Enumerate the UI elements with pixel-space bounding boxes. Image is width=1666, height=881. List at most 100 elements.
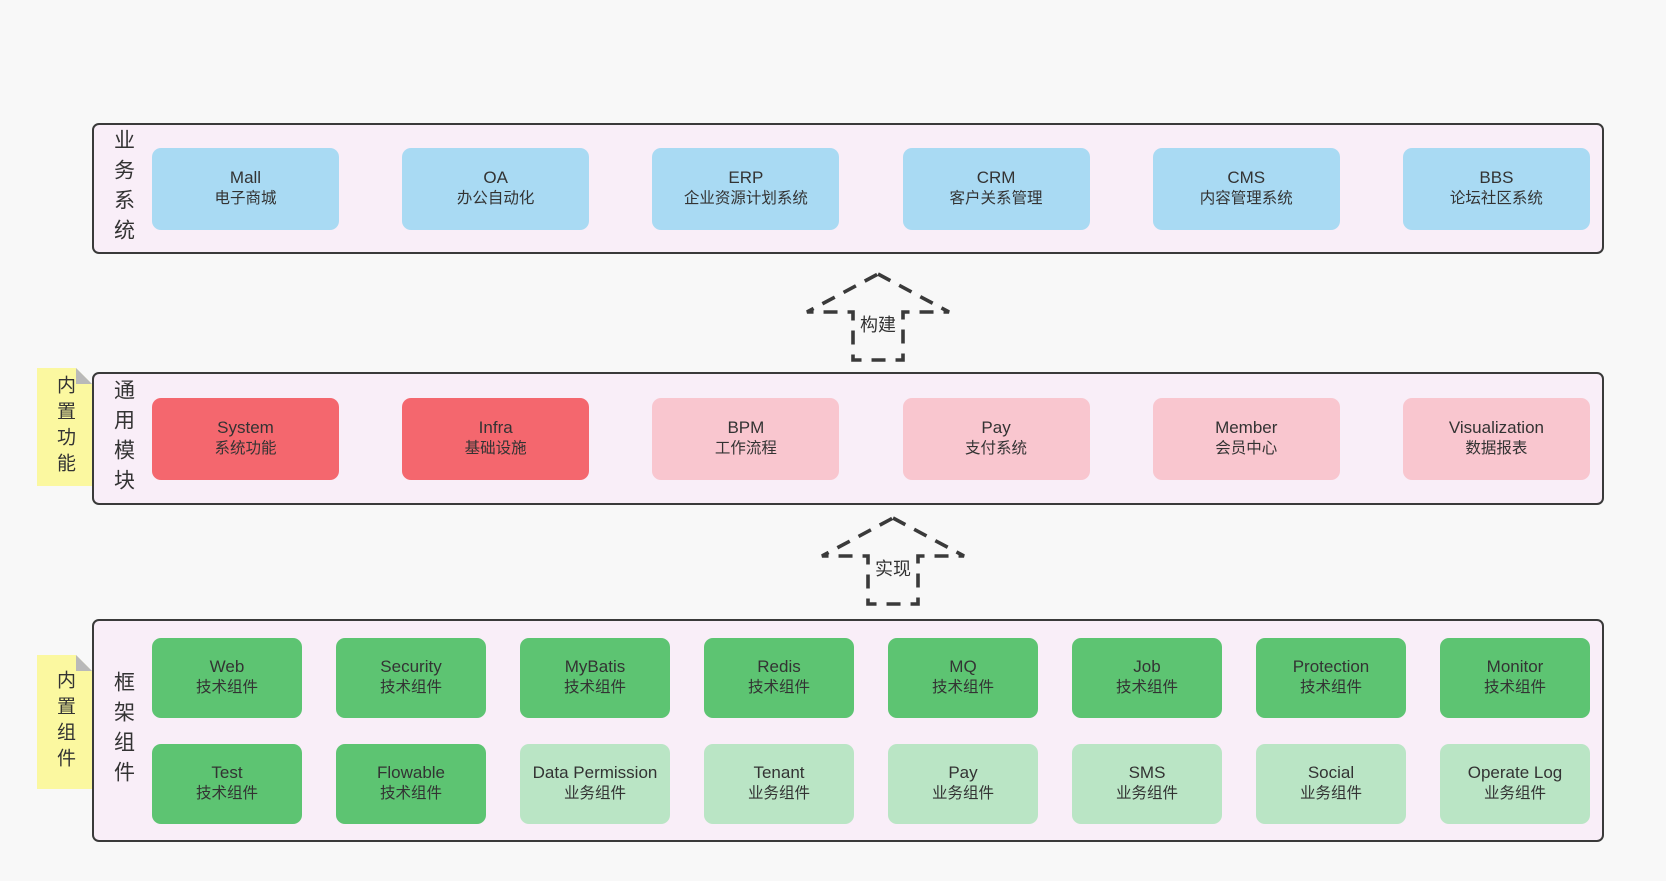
box-oa-title: OA [483, 168, 508, 188]
box-job-subtitle: 技术组件 [1115, 679, 1178, 697]
box-test-subtitle: 技术组件 [195, 785, 258, 803]
box-bpm: BPM 工作流程 [652, 397, 840, 480]
framework-components-row-2: Test 技术组件 Flowable 技术组件 Data Permission … [152, 743, 1590, 824]
box-redis-subtitle: 技术组件 [747, 679, 810, 697]
box-mybatis-title: MyBatis [564, 657, 626, 677]
box-mq-title: MQ [949, 657, 977, 677]
box-bbs-subtitle: 论坛社区系统 [1449, 190, 1543, 208]
framework-components-row-1: Web 技术组件 Security 技术组件 MyBatis 技术组件 Redi… [152, 637, 1590, 718]
box-operate-log: Operate Log 业务组件 [1440, 743, 1590, 824]
band-business-systems-label: 业务系统 [94, 125, 152, 252]
box-system-subtitle: 系统功能 [214, 440, 277, 458]
box-member-title: Member [1215, 418, 1278, 438]
band-framework-components-label: 框架组件 [94, 621, 152, 840]
box-bpm-title: BPM [727, 418, 765, 438]
box-flowable: Flowable 技术组件 [336, 743, 486, 824]
box-protection: Protection 技术组件 [1256, 637, 1406, 718]
box-pay-system-title: Pay [981, 418, 1011, 438]
box-security: Security 技术组件 [336, 637, 486, 718]
box-social-title: Social [1307, 763, 1355, 783]
box-protection-subtitle: 技术组件 [1299, 679, 1362, 697]
box-oa: OA 办公自动化 [402, 147, 590, 230]
box-security-subtitle: 技术组件 [379, 679, 442, 697]
box-erp: ERP 企业资源计划系统 [652, 147, 840, 230]
box-crm: CRM 客户关系管理 [902, 147, 1090, 230]
box-crm-subtitle: 客户关系管理 [949, 190, 1043, 208]
band-common-modules-label-text: 通用模块 [111, 378, 135, 499]
box-mall-subtitle: 电子商城 [214, 190, 277, 208]
box-social: Social 业务组件 [1256, 743, 1406, 824]
box-sms-title: SMS [1128, 763, 1166, 783]
box-social-subtitle: 业务组件 [1299, 785, 1362, 803]
box-flowable-subtitle: 技术组件 [379, 785, 442, 803]
box-cms: CMS 内容管理系统 [1152, 147, 1340, 230]
box-data-permission-title: Data Permission [532, 763, 658, 783]
box-visualization-title: Visualization [1448, 418, 1544, 438]
box-tenant: Tenant 业务组件 [704, 743, 854, 824]
box-redis-title: Redis [757, 657, 801, 677]
band-common-modules: 通用模块 System 系统功能 Infra 基础设施 BPM 工作流程 Pay… [92, 372, 1604, 505]
box-test-title: Test [211, 763, 243, 783]
box-visualization: Visualization 数据报表 [1402, 397, 1590, 480]
box-bbs: BBS 论坛社区系统 [1402, 147, 1590, 230]
box-bpm-subtitle: 工作流程 [714, 440, 777, 458]
box-bbs-title: BBS [1479, 168, 1514, 188]
box-web-title: Web [209, 657, 245, 677]
box-pay-business: Pay 业务组件 [888, 743, 1038, 824]
box-protection-title: Protection [1292, 657, 1370, 677]
box-job: Job 技术组件 [1072, 637, 1222, 718]
box-data-permission-subtitle: 业务组件 [563, 785, 626, 803]
box-system-title: System [217, 418, 274, 438]
box-mybatis: MyBatis 技术组件 [520, 637, 670, 718]
arrow-implement-label: 实现 [872, 555, 914, 581]
box-monitor: Monitor 技术组件 [1440, 637, 1590, 718]
band-business-systems: 业务系统 Mall 电子商城 OA 办公自动化 ERP 企业资源计划系统 CRM… [92, 123, 1604, 254]
band-framework-components-label-text: 框架组件 [111, 670, 135, 791]
arrow-build-shape [806, 271, 950, 362]
box-infra: Infra 基础设施 [402, 397, 590, 480]
box-tenant-title: Tenant [753, 763, 805, 783]
box-test: Test 技术组件 [152, 743, 302, 824]
band-business-systems-label-text: 业务系统 [111, 128, 135, 249]
box-member-subtitle: 会员中心 [1215, 440, 1278, 458]
arrow-build: 构建 [803, 271, 953, 363]
band-common-modules-label: 通用模块 [94, 374, 152, 503]
sticky-note-built-in-components: 内置组件 [37, 655, 92, 789]
sticky-note-built-in-features: 内置功能 [37, 368, 92, 486]
box-pay-business-subtitle: 业务组件 [931, 785, 994, 803]
band-framework-components: 框架组件 Web 技术组件 Security 技术组件 MyBatis 技术组件… [92, 619, 1604, 842]
box-web: Web 技术组件 [152, 637, 302, 718]
box-mq: MQ 技术组件 [888, 637, 1038, 718]
band-framework-components-content: Web 技术组件 Security 技术组件 MyBatis 技术组件 Redi… [152, 621, 1590, 840]
sticky-note-built-in-features-text: 内置功能 [54, 375, 75, 479]
box-flowable-title: Flowable [376, 763, 446, 783]
box-monitor-subtitle: 技术组件 [1483, 679, 1546, 697]
box-erp-subtitle: 企业资源计划系统 [683, 190, 808, 208]
box-sms-subtitle: 业务组件 [1115, 785, 1178, 803]
box-sms: SMS 业务组件 [1072, 743, 1222, 824]
box-system: System 系统功能 [152, 397, 339, 480]
arrow-implement: 实现 [818, 515, 968, 607]
box-monitor-title: Monitor [1486, 657, 1544, 677]
box-tenant-subtitle: 业务组件 [747, 785, 810, 803]
box-crm-title: CRM [976, 168, 1016, 188]
band-common-modules-content: System 系统功能 Infra 基础设施 BPM 工作流程 Pay 支付系统… [152, 374, 1590, 503]
box-job-title: Job [1133, 657, 1161, 677]
box-redis: Redis 技术组件 [704, 637, 854, 718]
box-pay-business-title: Pay [948, 763, 978, 783]
box-mq-subtitle: 技术组件 [931, 679, 994, 697]
box-infra-subtitle: 基础设施 [464, 440, 527, 458]
box-cms-title: CMS [1227, 168, 1266, 188]
box-operate-log-subtitle: 业务组件 [1483, 785, 1546, 803]
arrow-implement-shape [821, 515, 965, 606]
arrow-build-label: 构建 [857, 311, 899, 337]
box-mall-title: Mall [229, 168, 262, 188]
box-oa-subtitle: 办公自动化 [456, 190, 535, 208]
box-erp-title: ERP [728, 168, 764, 188]
box-operate-log-title: Operate Log [1467, 763, 1563, 783]
box-visualization-subtitle: 数据报表 [1465, 440, 1528, 458]
box-cms-subtitle: 内容管理系统 [1199, 190, 1293, 208]
box-infra-title: Infra [478, 418, 513, 438]
box-security-title: Security [380, 657, 442, 677]
band-business-systems-content: Mall 电子商城 OA 办公自动化 ERP 企业资源计划系统 CRM 客户关系… [152, 125, 1590, 252]
